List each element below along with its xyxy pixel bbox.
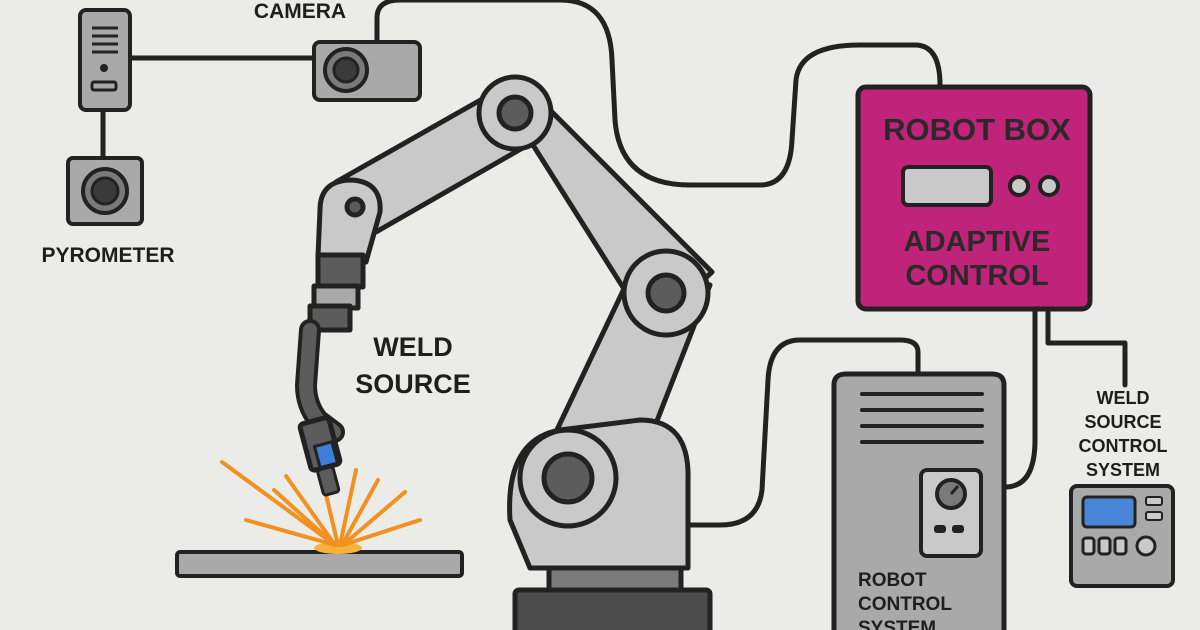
spark-icon xyxy=(220,460,422,554)
cables xyxy=(100,0,1128,528)
adaptive-control-line2: CONTROL xyxy=(905,260,1048,292)
button-icon xyxy=(1081,536,1096,556)
wscs-label-line2: SOURCE xyxy=(1084,412,1161,432)
cable-robotbox-wscs xyxy=(1045,305,1128,388)
rcs-label-line2: CONTROL xyxy=(858,594,952,615)
adaptive-control-line1: ADAPTIVE xyxy=(904,226,1051,258)
cable-rcs-robotbox xyxy=(1002,305,1038,490)
cable-camera-robotbox xyxy=(374,0,943,188)
weld-source-label-line2: SOURCE xyxy=(355,369,471,399)
robot-box-title: ROBOT BOX xyxy=(883,112,1071,147)
wscs-label-line4: SYSTEM xyxy=(1086,460,1160,480)
camera-label: CAMERA xyxy=(254,0,346,23)
robot-arm-icon xyxy=(295,74,715,630)
robot-box-display xyxy=(901,165,993,207)
wscs-label-line3: CONTROL xyxy=(1079,436,1168,456)
robot-box-knob-2 xyxy=(1038,175,1060,197)
weld-workpiece xyxy=(175,550,464,578)
cable-rcs-arm xyxy=(685,337,921,528)
weld-source-control-unit xyxy=(1069,484,1175,588)
camera-icon xyxy=(312,40,422,102)
wscs-label-line1: WELD xyxy=(1097,388,1150,408)
pyrometer-label: PYROMETER xyxy=(41,244,174,267)
robot-box-knob-1 xyxy=(1008,175,1030,197)
robot-control-system xyxy=(831,371,1007,630)
button-icon xyxy=(1113,536,1128,556)
weld-source-label-line1: WELD xyxy=(373,332,452,362)
sensor-tower-icon xyxy=(78,8,132,112)
button-icon xyxy=(1097,536,1112,556)
robot-box xyxy=(855,84,1093,312)
rcs-label-line3: SYSTEM xyxy=(858,618,936,630)
vent-grille xyxy=(860,392,984,444)
display-screen xyxy=(1081,495,1137,529)
rcs-label-line1: ROBOT xyxy=(858,570,927,591)
knob-icon xyxy=(1135,535,1157,557)
pyrometer-icon xyxy=(66,156,144,226)
